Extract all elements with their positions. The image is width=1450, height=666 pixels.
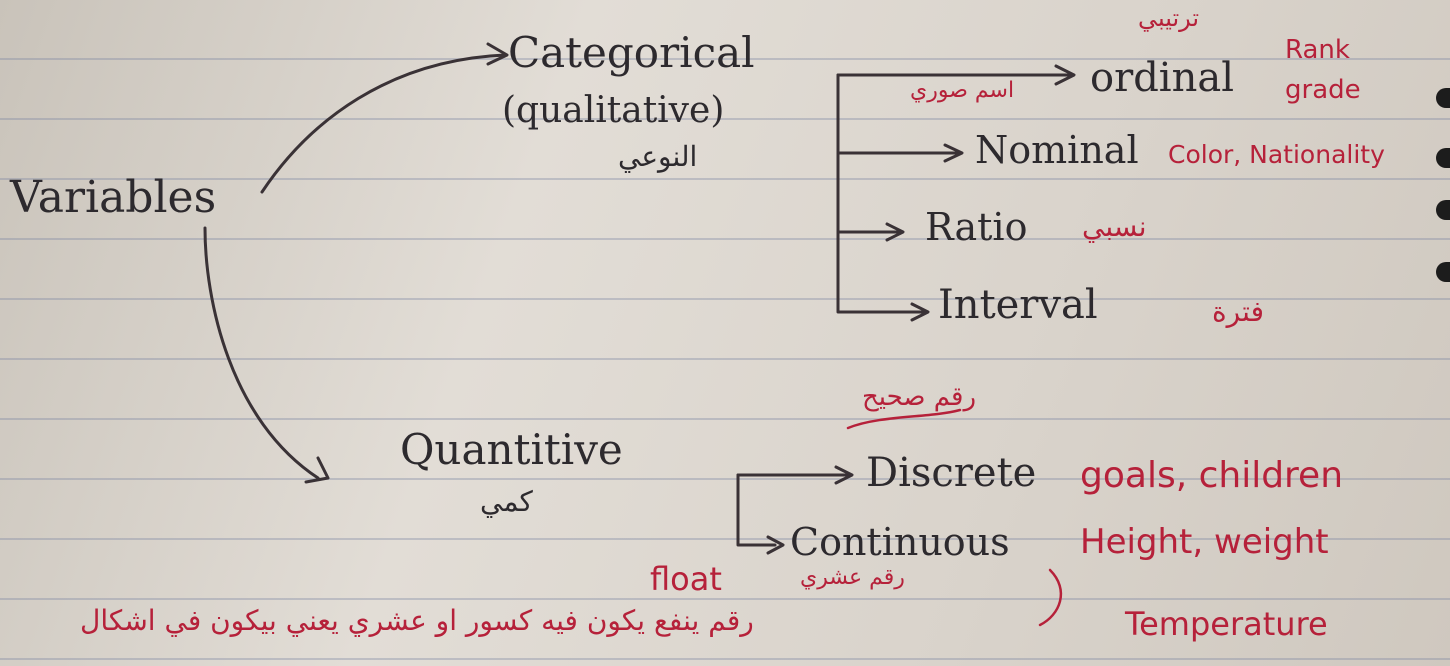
continuous-label: Continuous [790,520,1010,564]
bracket-quantitative [736,473,777,547]
nominal-example: Color, Nationality [1168,140,1385,169]
binder-hole [1436,88,1450,108]
arrowhead-quantitative [304,456,330,484]
continuous-arabic-top: رقم عشري [800,565,905,590]
discrete-label: Discrete [866,450,1037,496]
categorical-title: Categorical [508,28,755,77]
quantitative-arabic: كمي [480,485,533,518]
interval-label: Interval [938,282,1098,328]
arrow-to-quantitative [203,226,320,480]
root-label: Variables [10,172,217,223]
arrow-to-categorical [260,53,507,194]
continuous-arabic-note: رقم ينفع يكون فيه كسور او عشري يعني بيكو… [80,604,754,637]
ordinal-label: ordinal [1090,55,1235,101]
ratio-label: Ratio [925,205,1028,249]
ratio-arabic: نسبي [1082,210,1147,243]
ordinal-arabic-note: اسم صوري [910,78,1015,103]
categorical-arabic: النوعي [618,140,698,173]
ordinal-example: Rank grade [1285,35,1361,105]
categorical-subtitle: (qualitative) [502,90,725,131]
binder-hole [1436,148,1450,168]
bracket-categorical [836,73,927,314]
nominal-label: Nominal [975,128,1139,172]
continuous-example: Height, weight [1080,522,1329,562]
bracket-float [1038,568,1062,627]
discrete-arabic: رقم صحيح [862,382,977,412]
binder-hole [1436,200,1450,220]
arrowhead-categorical [486,42,509,66]
continuous-float: float [650,560,722,598]
interval-arabic: فترة [1212,295,1264,328]
discrete-example: goals, children [1080,455,1344,496]
binder-hole [1436,262,1450,282]
arabic-underline [846,408,962,430]
ordinal-arabic-top: ترتيبي [1138,4,1200,32]
quantitative-title: Quantitive [400,425,623,474]
continuous-example-2: Temperature [1125,605,1328,643]
